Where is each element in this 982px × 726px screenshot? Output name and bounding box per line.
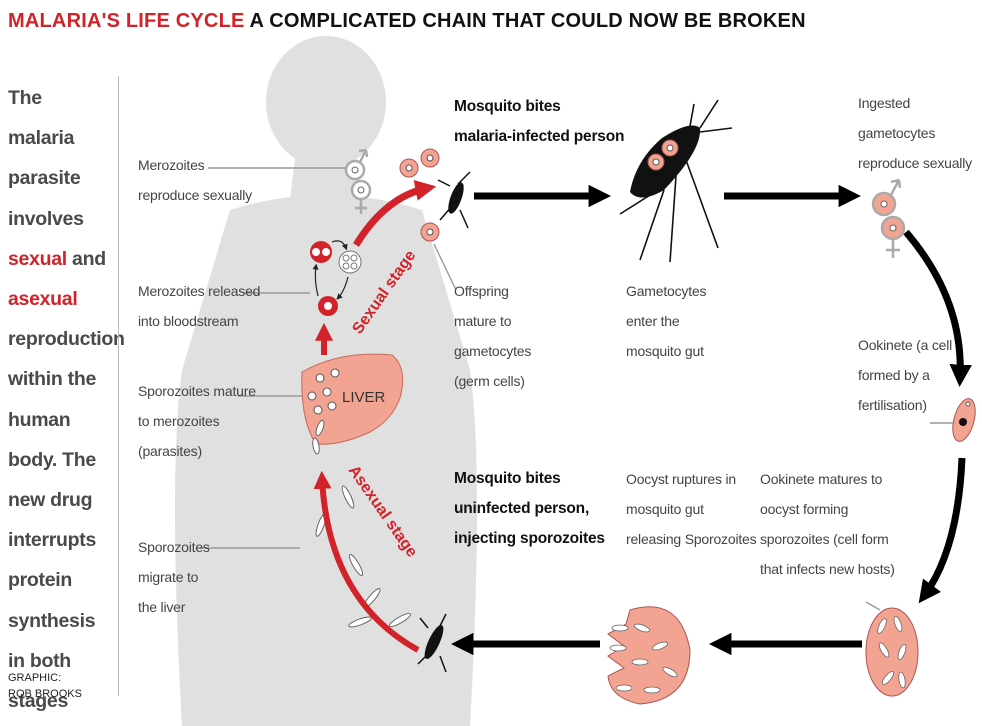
merozoite-cycle: [310, 240, 362, 316]
label-line: sporozoites (cell form: [760, 531, 889, 547]
label-line: mosquito gut: [626, 501, 704, 517]
sexual-arrow: [353, 180, 437, 247]
label-sporozoites-migrate: Sporozoites migrate to the liver: [138, 532, 210, 622]
label-mosquito-bites-infected: Mosquito bites malaria-infected person: [454, 92, 624, 152]
label-line: enter the: [626, 313, 680, 329]
label-ookinete: Ookinete (a cell formed by a fertilisati…: [858, 330, 952, 420]
leader-lines: [200, 167, 953, 611]
oocyst: [865, 607, 919, 697]
label-line: releasing Sporozoites: [626, 531, 757, 547]
label-mosquito-bites-uninfected: Mosquito bites uninfected person, inject…: [454, 464, 605, 554]
mosquito-small-bottom: [417, 613, 447, 673]
label-merozoites-reproduce: Merozoites reproduce sexually: [138, 150, 252, 210]
label-line: Gametocytes: [626, 283, 707, 299]
intro-text: The malaria parasite involves sexual and…: [8, 78, 125, 721]
divider: [118, 76, 119, 696]
label-line: (parasites): [138, 443, 202, 459]
label-line: Mosquito bites: [454, 98, 561, 115]
label-gametocytes-enter: Gametocytes enter the mosquito gut: [626, 276, 706, 366]
liver-cells: [307, 368, 340, 415]
intro-part1: The malaria parasite involves: [8, 87, 84, 230]
label-oocyst-ruptures: Oocyst ruptures in mosquito gut releasin…: [626, 464, 757, 554]
label-line: Oocyst ruptures in: [626, 471, 736, 487]
label-ingested-gametocytes: Ingested gametocytes reproduce sexually: [858, 88, 982, 178]
label-line: the liver: [138, 599, 186, 615]
human-body-silhouette: [175, 36, 477, 726]
label-line: Ookinete (a cell: [858, 337, 953, 353]
intro-asexual: asexual: [8, 288, 78, 311]
label-line: injecting sporozoites: [454, 530, 605, 547]
arrow-to-ookinete: [903, 229, 972, 387]
label-line: migrate to: [138, 569, 199, 585]
label-line: mature to: [454, 313, 512, 329]
credit: GRAPHIC: ROB BROOKS: [8, 670, 82, 702]
asexual-arrow: [313, 470, 420, 653]
liver: LIVER: [301, 353, 404, 445]
label-line: uninfected person,: [454, 500, 590, 517]
label-sporozoites-mature: Sporozoites mature to merozoites (parasi…: [138, 376, 256, 466]
label-line: Merozoites released: [138, 283, 261, 299]
label-line: oocyst forming: [760, 501, 849, 517]
liver-label: LIVER: [342, 389, 386, 406]
label-line: Ookinete matures to: [760, 471, 883, 487]
label-line: mosquito gut: [626, 343, 704, 359]
mosquito-small-top: [437, 171, 471, 229]
label-line: Sporozoites: [138, 539, 210, 555]
intro-and: and: [72, 247, 106, 270]
label-line: Ingested gametocytes: [858, 95, 936, 141]
headline-black: A COMPLICATED CHAIN THAT COULD NOW BE BR…: [249, 10, 806, 32]
label-line: that infects new hosts): [760, 561, 895, 577]
label-line: Sporozoites mature: [138, 383, 256, 399]
intro-sexual: sexual: [8, 247, 67, 270]
credit-line1: GRAPHIC:: [8, 672, 62, 684]
label-line: Merozoites: [138, 157, 205, 173]
headline: MALARIA'S LIFE CYCLE A COMPLICATED CHAIN…: [8, 10, 806, 33]
label-line: (germ cells): [454, 373, 525, 389]
mosquito-large: [619, 99, 733, 263]
ruptured-oocyst: [607, 606, 691, 705]
label-line: into bloodstream: [138, 313, 239, 329]
arrow-to-oocyst: [918, 457, 966, 604]
label-line: formed by a: [858, 367, 930, 383]
label-line: reproduce sexually: [138, 187, 252, 203]
intro-part2: reproduction within the human body. The …: [8, 328, 125, 713]
ookinete-cell: [952, 398, 976, 442]
label-line: gametocytes: [454, 343, 532, 359]
credit-line2: ROB BROOKS: [8, 688, 82, 700]
headline-red: MALARIA'S LIFE CYCLE: [8, 10, 245, 32]
label-line: Mosquito bites: [454, 470, 561, 487]
label-merozoites-released: Merozoites released into bloodstream: [138, 276, 260, 336]
label-line: fertilisation): [858, 397, 927, 413]
gender-symbol-left: [344, 148, 372, 214]
label-line: reproduce sexually: [858, 155, 972, 171]
label-offspring-mature: Offspring mature to gametocytes (germ ce…: [454, 276, 531, 396]
gametocytes-left: [399, 148, 440, 242]
label-line: Offspring: [454, 283, 509, 299]
gender-symbol-right: [871, 178, 906, 258]
label-line: malaria-infected person: [454, 128, 625, 145]
sporozoites-body: [312, 419, 411, 628]
label-ookinete-matures: Ookinete matures to oocyst forming sporo…: [760, 464, 895, 584]
label-line: to merozoites: [138, 413, 220, 429]
